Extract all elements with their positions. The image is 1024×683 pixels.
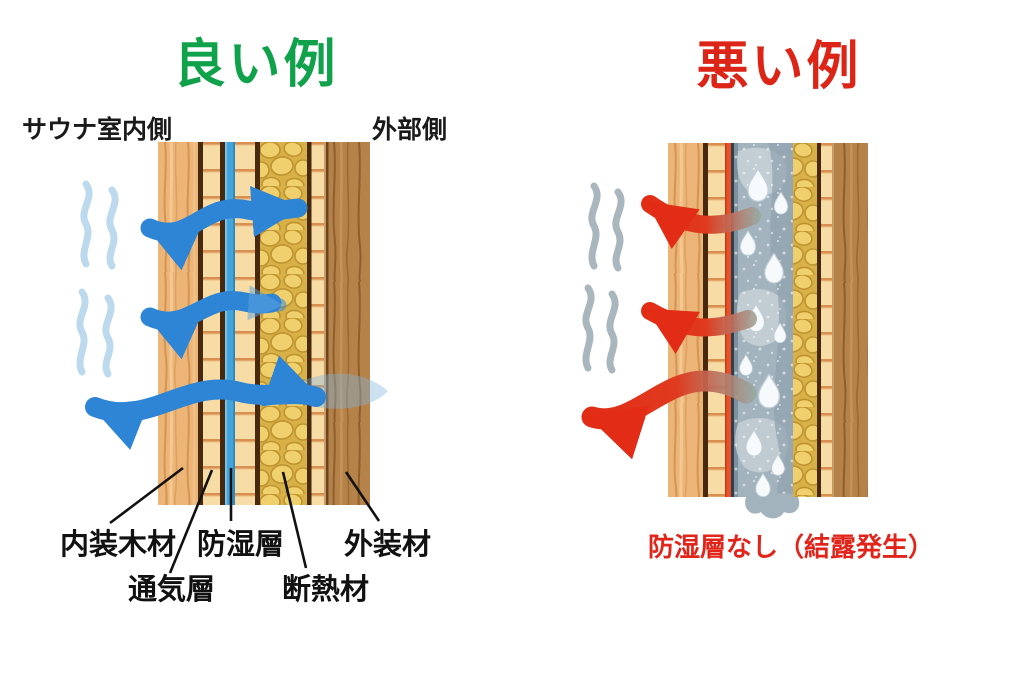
- moisture-arrow-bottom: [85, 355, 326, 450]
- pointer-line-insulation: [281, 471, 308, 569]
- heat-arrow-top: [641, 195, 761, 250]
- heat-arrow-bottom: [581, 370, 757, 460]
- heat-arrow-icons: [581, 195, 761, 460]
- steam-icon-good: [76, 180, 119, 378]
- outside-label: 外部側: [372, 116, 448, 144]
- sauna-inside-label: サウナ室内側: [22, 116, 173, 144]
- droplet-icons: [739, 168, 789, 498]
- bad-example-title: 悪い例: [696, 38, 862, 96]
- moisture-arrow-icons: [85, 185, 388, 450]
- heat-arrow-middle: [641, 302, 757, 354]
- interior-wood-label: 内装木材: [60, 529, 177, 561]
- pointer-line-interior-wood: [109, 466, 184, 525]
- layer-insulation: [793, 143, 817, 497]
- layer-vapor-barrier: [225, 142, 235, 505]
- layer-exterior-wood: [328, 142, 370, 505]
- no-vapor-barrier-caption: 防湿層なし（結露発生）: [648, 532, 935, 562]
- pointer-lines: [109, 466, 381, 574]
- steam-icon-bad: [582, 182, 625, 374]
- insulation-label: 断熱材: [282, 574, 370, 606]
- exterior-material-label: 外装材: [344, 529, 432, 561]
- moisture-arrow-top: [140, 185, 308, 271]
- layer-exterior-wood: [834, 143, 868, 497]
- moisture-arrow-middle-bounce: [247, 285, 287, 321]
- ventilation-layer-label: 通気層: [128, 574, 216, 606]
- good-example-title: 良い例: [173, 36, 339, 94]
- vapor-barrier-label: 防湿層: [197, 529, 285, 561]
- pointer-line-exterior: [344, 471, 381, 522]
- condensation-drip: [745, 493, 800, 519]
- moisture-arrow-middle: [140, 291, 282, 360]
- pointer-line-ventilation: [168, 469, 214, 574]
